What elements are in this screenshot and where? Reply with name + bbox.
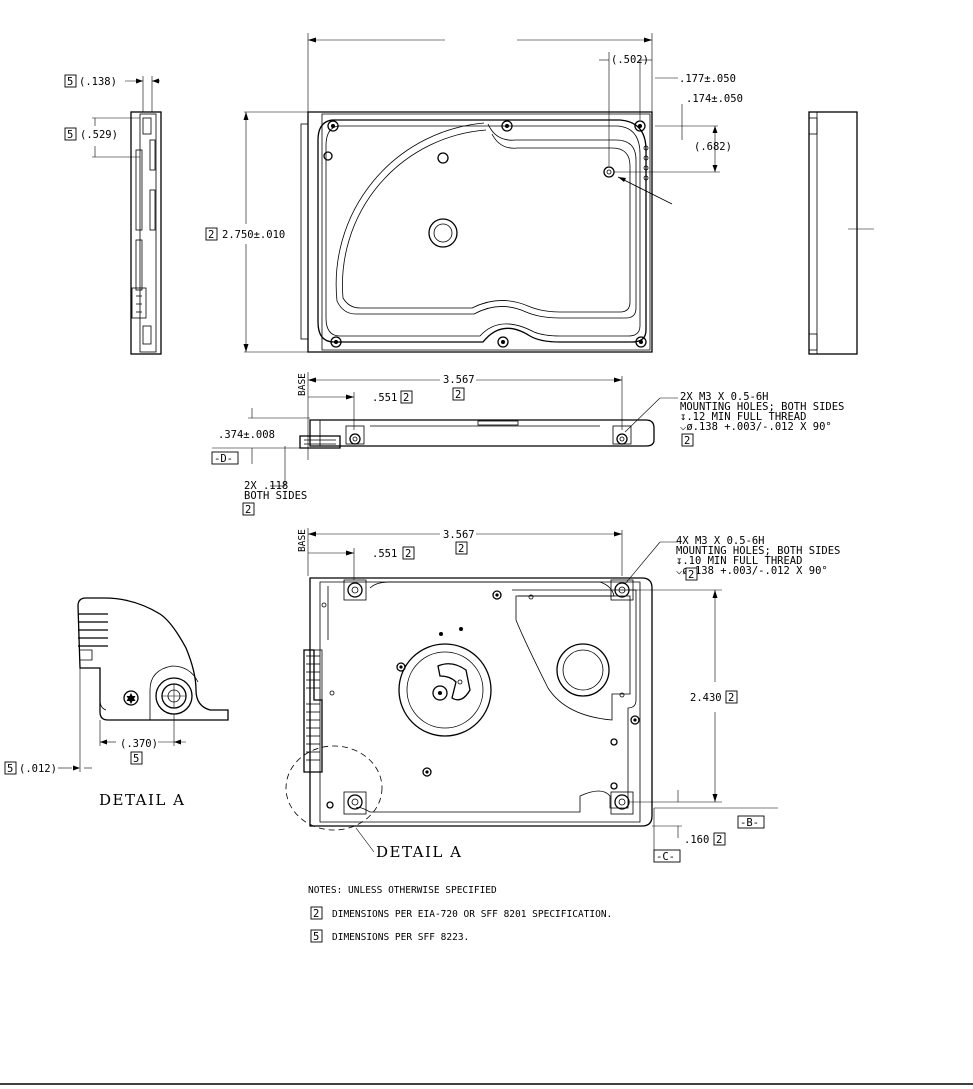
note-5-number: 5	[313, 931, 319, 943]
mount-line1: 2X M3 X 0.5-6H	[680, 391, 769, 403]
top-view: (.502) .177±.050 .174±.050 (.682) 2 2.75…	[205, 33, 743, 353]
mount-note: 2	[684, 435, 690, 447]
mounting-hole-icon	[343, 579, 634, 815]
dim-551-note: 2	[403, 392, 409, 404]
datum-c: -C-	[656, 851, 675, 863]
dim-529-note: 5	[67, 129, 73, 141]
dim-370: (.370)	[120, 738, 158, 750]
dim-160-note: 2	[716, 834, 722, 846]
note-2-text: DIMENSIONS PER EIA-720 OR SFF 8201 SPECI…	[332, 909, 612, 920]
mount-bottom-line4: ⌵ø.138 +.003/-.012 X 90°	[676, 565, 828, 577]
dim-3567: 3.567	[443, 374, 475, 386]
dim-2430-note: 2	[728, 692, 734, 704]
dim-177: .177±.050	[679, 73, 736, 85]
screw-icon	[326, 590, 640, 809]
dim-551: .551	[372, 392, 397, 404]
note-2-number: 2	[313, 908, 319, 920]
dim-374: .374±.008	[218, 429, 275, 441]
mount-line2: MOUNTING HOLES; BOTH SIDES	[680, 401, 844, 413]
notes-block: NOTES: UNLESS OTHERWISE SPECIFIED 2 DIME…	[308, 885, 612, 943]
holes-2x-note: 2	[245, 504, 251, 516]
dim-2750-note: 2	[208, 229, 214, 241]
dim-3567-note-bottom: 2	[458, 543, 464, 555]
dim-682: (.682)	[694, 141, 732, 153]
detail-a-title: DETAIL A	[99, 791, 185, 809]
mount-bottom-line3: ↧.10 MIN FULL THREAD	[676, 555, 802, 567]
dim-3567-bottom: 3.567	[443, 529, 475, 541]
bottom-view: BASE 3.567 2 .551 2	[285, 528, 840, 863]
dim-160: .160	[684, 834, 709, 846]
dim-502: (.502)	[611, 54, 649, 66]
dim-529: (.529)	[80, 129, 118, 141]
side-view: BASE 3.567 2 .551 2 .374±.008 -D- 2X .11…	[211, 372, 844, 516]
dim-2750: 2.750±.010	[222, 229, 285, 241]
dim-012-note: 5	[7, 763, 13, 775]
mount-line3: ↧.12 MIN FULL THREAD	[680, 411, 806, 423]
dim-551-bottom: .551	[372, 548, 397, 560]
note-5-text: DIMENSIONS PER SFF 8223.	[332, 932, 469, 943]
holes-2x-line2: BOTH SIDES	[244, 490, 307, 502]
right-side-view	[808, 111, 874, 355]
screw-icon	[323, 120, 647, 348]
base-label-bottom: BASE	[297, 529, 308, 552]
left-side-view: 5 (.138) 5 (.529)	[64, 74, 162, 355]
datum-d: -D-	[214, 453, 233, 465]
datum-b: -B-	[740, 817, 759, 829]
dim-012: (.012)	[19, 763, 57, 775]
dim-2430: 2.430	[690, 692, 722, 704]
torx-screw-icon	[126, 693, 136, 704]
detail-a-view: (.370) 5 5 (.012) DETAIL A	[4, 597, 229, 809]
dim-174: .174±.050	[686, 93, 743, 105]
dim-3567-note: 2	[455, 389, 461, 401]
mount-bottom-line2: MOUNTING HOLES; BOTH SIDES	[676, 545, 840, 557]
mount-line4: ⌵ø.138 +.003/-.012 X 90°	[680, 421, 832, 433]
mount-bottom-line1: 4X M3 X 0.5-6H	[676, 535, 765, 547]
base-label: BASE	[297, 373, 308, 396]
mount-bottom-note: 2	[688, 569, 694, 581]
dim-551-note-bottom: 2	[405, 548, 411, 560]
holes-2x-line1: 2X .118	[244, 480, 288, 492]
detail-a-callout: DETAIL A	[376, 843, 462, 861]
dim-370-note: 5	[133, 753, 139, 765]
notes-header: NOTES: UNLESS OTHERWISE SPECIFIED	[308, 885, 497, 896]
dim-138-note: 5	[67, 76, 73, 88]
dim-138: (.138)	[79, 76, 117, 88]
